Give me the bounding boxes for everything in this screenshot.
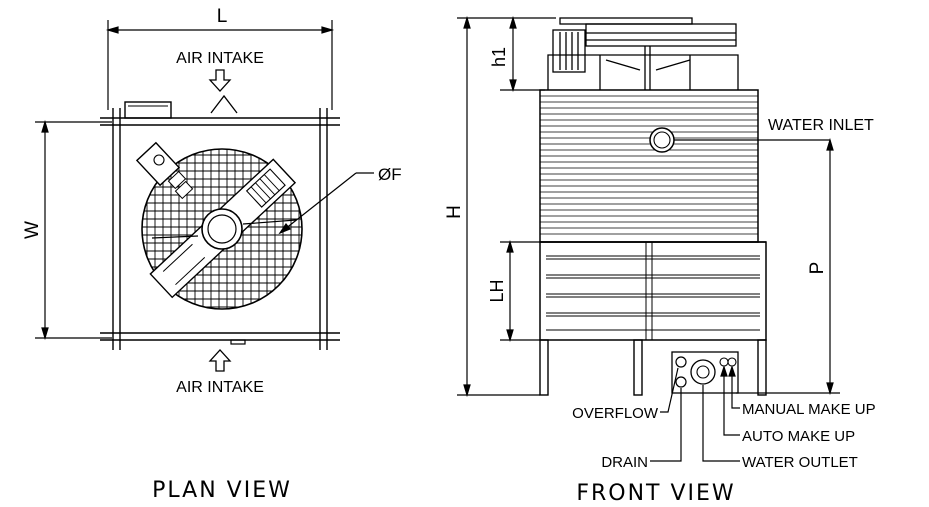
air-intake-bottom-arrow-icon — [208, 349, 232, 372]
fan-circle — [141, 148, 303, 310]
plan-view-title: PLAN VIEW — [152, 478, 292, 503]
lower-basin — [539, 241, 767, 341]
air-intake-top-arrow-icon — [208, 69, 232, 92]
manual-make-up-label: MANUAL MAKE UP — [742, 401, 876, 418]
water-inlet-label: WATER INLET — [768, 117, 874, 134]
manual-make-up-nozzle — [727, 357, 737, 367]
dim-p-label: P — [807, 262, 828, 275]
dimension-h1 — [500, 15, 556, 93]
top-hood — [210, 94, 238, 114]
lower-louvers — [546, 242, 760, 340]
drain-nozzle — [675, 376, 687, 388]
overflow-label: OVERFLOW — [572, 405, 659, 422]
dimension-p — [736, 137, 840, 396]
air-intake-bottom-label: AIR INTAKE — [176, 379, 264, 396]
front-view: h1 H WATER INLE — [444, 15, 876, 506]
top-fan-housing — [547, 17, 739, 90]
dimension-l — [105, 20, 335, 110]
dim-l-label: L — [217, 6, 228, 27]
water-outlet-label: WATER OUTLET — [742, 454, 858, 471]
upper-casing — [539, 89, 759, 243]
dim-w-label: W — [22, 221, 43, 239]
drain-label: DRAIN — [601, 454, 648, 471]
dim-lh-label: LH — [487, 279, 507, 302]
dim-h1-label: h1 — [489, 47, 509, 67]
dimension-h — [457, 15, 540, 398]
fan-dia-leader — [278, 172, 374, 235]
auto-make-up-label: AUTO MAKE UP — [742, 428, 855, 445]
upper-louvers — [540, 95, 758, 235]
plan-view: L W AIR INTAKE — [22, 6, 402, 503]
overflow-nozzle — [675, 356, 687, 368]
front-view-title: FRONT VIEW — [576, 481, 735, 506]
fan-dia-label: ØF — [378, 165, 402, 184]
motor-head — [135, 141, 181, 187]
motor-box — [124, 101, 172, 119]
auto-make-up-nozzle — [719, 357, 729, 367]
connection-leaders — [650, 365, 740, 462]
dimension-w — [35, 119, 112, 341]
legs — [539, 339, 767, 396]
dimension-lh — [500, 239, 540, 343]
water-outlet-nozzle — [690, 359, 716, 385]
connection-panel — [671, 351, 739, 394]
dim-h-label: H — [444, 205, 465, 219]
air-intake-top-label: AIR INTAKE — [176, 50, 264, 67]
